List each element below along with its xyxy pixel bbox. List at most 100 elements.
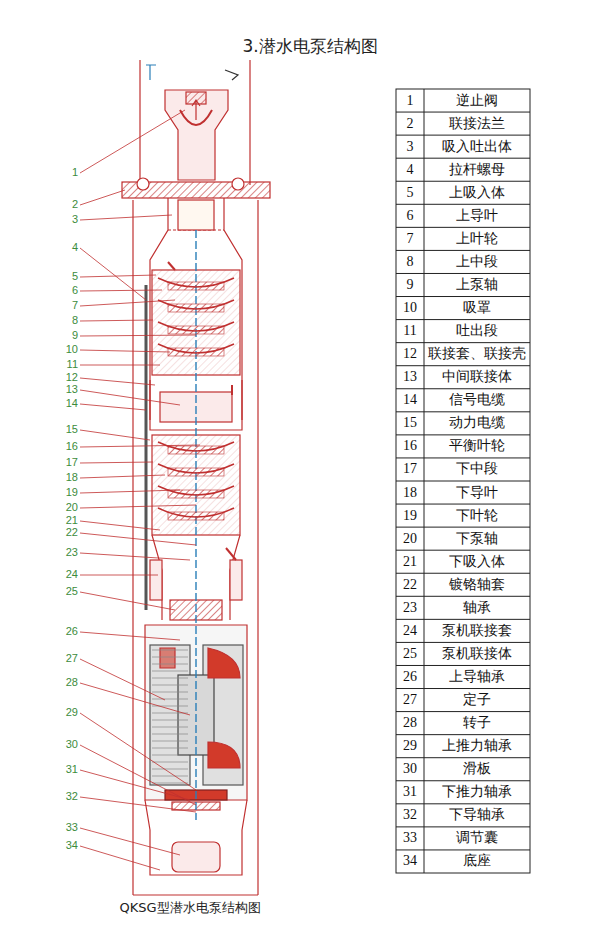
leader-line [80,290,162,291]
table-cell: 17 [403,462,417,476]
table-cell: 23 [403,601,417,615]
leader-line [80,378,155,385]
table-rule [396,227,530,228]
table-cell: 26 [403,670,417,684]
stator-rib [152,685,188,686]
table-rule [396,642,530,643]
table-rule [396,734,530,735]
callout-number: 7 [72,300,78,311]
impeller-hub [168,468,224,476]
table-cell: 上推力轴承 [442,739,512,753]
table-cell: 拉杆螺母 [449,163,505,177]
callout-number: 15 [66,424,78,435]
table-cell: 逆止阀 [456,94,498,108]
callout-number: 1 [72,167,78,178]
stator-rib [152,678,188,679]
table-rule [396,342,530,343]
table-rule [396,826,530,827]
table-cell: 底座 [463,854,491,868]
callout-number: 13 [66,384,78,395]
callout-number: 27 [66,653,78,664]
callout-number: 23 [66,547,78,558]
impeller-hub [168,282,224,290]
table-cell: 定子 [463,693,491,707]
leader-line [80,846,160,870]
table-rule [396,365,530,366]
table-rule [396,481,530,482]
table-cell: 联接套、联接壳 [428,347,526,361]
table-rule [396,573,530,574]
table-cell: 5 [407,186,414,200]
table-cell: 33 [403,831,417,845]
table-cell: 15 [403,416,417,430]
impeller-hub [168,446,224,454]
callout-number: 18 [66,472,78,483]
callout-number: 20 [66,502,78,513]
table-cell: 27 [403,693,417,707]
callout-number: 3 [72,214,78,225]
table-cell: 25 [403,647,417,661]
stator-rib [152,650,188,651]
callout-number: 33 [66,822,78,833]
table-rule [396,665,530,666]
leader-line [80,430,150,440]
table-cell: 24 [403,624,417,638]
callout-number: 22 [66,527,78,538]
callout-number: 24 [66,569,78,580]
callout-number: 31 [66,764,78,775]
stator-rib [152,755,188,756]
table-rule [396,296,530,297]
table-cell: 1 [407,94,414,108]
table-cell: 下吸入体 [449,555,505,569]
leader-line [80,770,190,800]
leader-line [80,350,170,352]
leader-line [80,475,165,478]
leader-line [80,592,175,610]
leader-line [80,797,196,812]
table-cell: 滑板 [463,762,491,776]
leader-line [80,445,200,447]
table-cell: 动力电缆 [449,416,505,430]
callout-number: 21 [66,515,78,526]
stator-rib [152,664,188,665]
table-rule [396,457,530,458]
table-cell: 上吸入体 [449,186,505,200]
table-cell: 吐出段 [456,324,498,338]
leader-line [80,713,196,790]
table-cell: 平衡叶轮 [449,439,505,453]
callout-number: 28 [66,677,78,688]
table-cell: 下导轴承 [449,808,505,822]
callout-number: 16 [66,441,78,452]
leader-line [80,490,180,493]
table-cell: 下导叶 [456,486,498,500]
table-cell: 22 [403,578,417,592]
callout-number: 8 [72,315,78,326]
stator-rib [152,692,188,693]
impeller-hub [168,512,224,520]
leader-line [80,335,196,336]
table-cell: 吸罩 [463,301,491,315]
impeller-hub [168,490,224,498]
callout-number: 5 [72,271,78,282]
table-cell: 上泵轴 [456,278,498,292]
leader-line [80,659,165,700]
leader-line [80,462,153,463]
callout-number: 17 [66,457,78,468]
table-cell: 20 [403,532,417,546]
table-cell: 18 [403,486,417,500]
table-rule [396,849,530,850]
callout-number: 11 [67,359,78,370]
leader-line [80,215,172,220]
callout-number: 2 [72,199,78,210]
callout-number: 9 [72,330,78,341]
table-cell: 镀铬轴套 [449,578,505,592]
table-rule [396,388,530,389]
table-cell: 下推力轴承 [442,785,512,799]
callout-number: 12 [66,372,78,383]
stator-rib [152,762,188,763]
table-cell: 上中段 [456,255,498,269]
leader-line [80,300,175,306]
table-cell: 11 [403,324,416,338]
table-cell: 31 [403,785,417,799]
callout-number: 4 [72,242,78,253]
